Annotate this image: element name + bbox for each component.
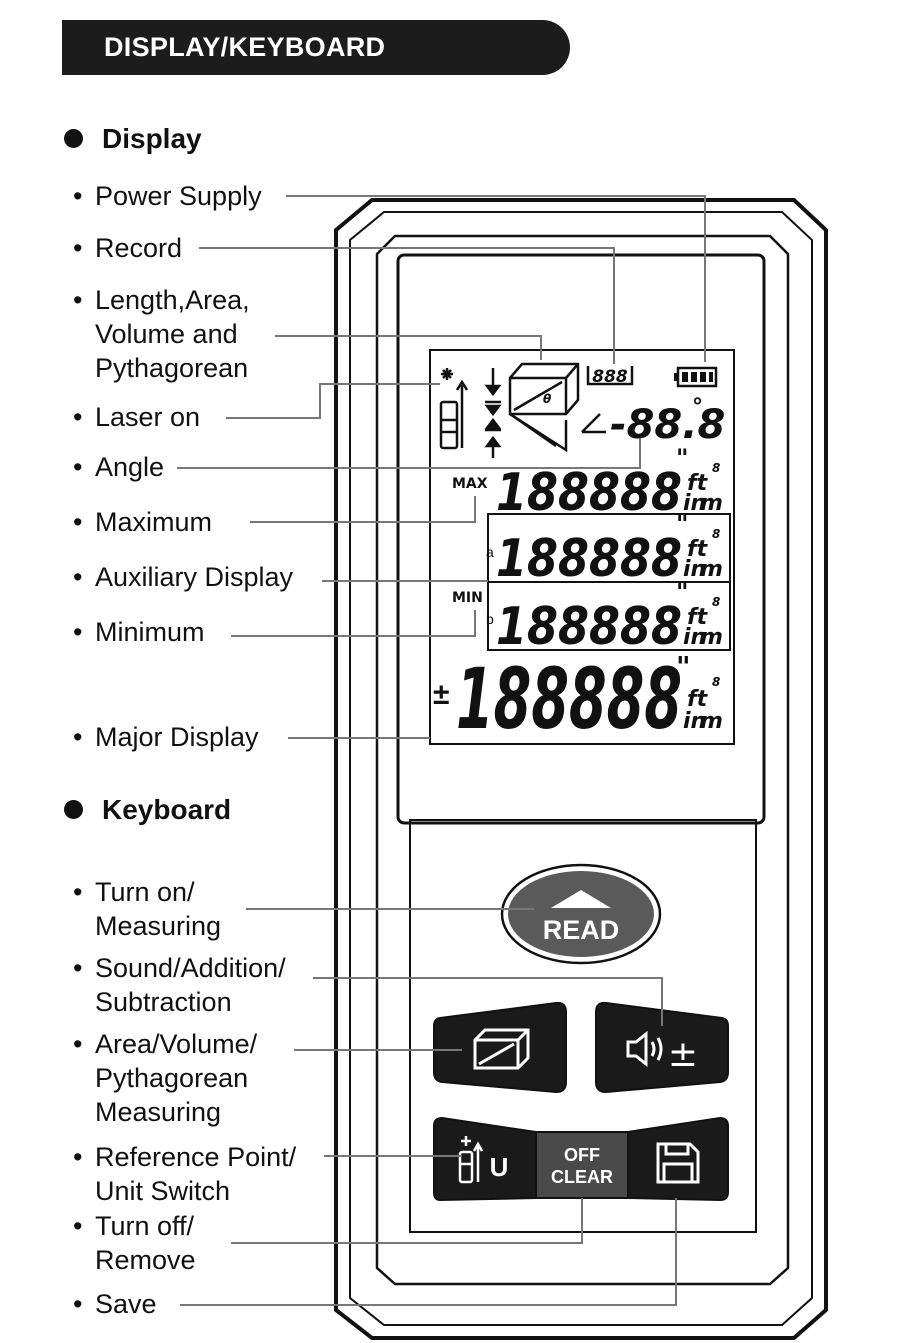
label-auxiliary-display: •Auxiliary Display — [73, 562, 294, 592]
svg-text:in: in — [683, 625, 706, 650]
max-digits: 188888 — [496, 463, 682, 523]
svg-text:ft: ft — [687, 537, 709, 562]
svg-text:8: 8 — [712, 527, 720, 541]
angle-degree: ° — [692, 395, 703, 420]
svg-text:": " — [676, 510, 689, 538]
a-label: a — [486, 544, 494, 560]
reference-unit-button[interactable]: U — [433, 1116, 537, 1202]
label-power-supply: •Power Supply — [73, 181, 262, 211]
svg-text:ft: ft — [687, 687, 709, 712]
reference-arrows-icon — [484, 368, 502, 458]
label-turn-off: •Turn off/Remove — [73, 1211, 196, 1275]
svg-text:": " — [676, 444, 689, 472]
unit-im: in — [683, 491, 706, 516]
svg-text:8: 8 — [712, 595, 720, 609]
laser-icon — [439, 368, 469, 450]
label-record: •Record — [73, 233, 183, 263]
svg-text:in: in — [683, 557, 706, 582]
read-button[interactable]: READ — [500, 863, 662, 965]
read-label: READ — [543, 915, 620, 945]
off-label: OFF — [564, 1145, 600, 1165]
label-major-display: •Major Display — [73, 722, 259, 752]
label-maximum: •Maximum — [73, 507, 213, 537]
keyboard-section-title: Keyboard — [64, 794, 231, 826]
angle-value: -88.8 — [610, 402, 725, 448]
record-digits: 888 — [592, 367, 628, 387]
min-digits: 188888 — [496, 597, 682, 657]
leader-lines — [177, 195, 706, 1306]
label-laser-on: •Laser on — [73, 402, 201, 432]
header-title: DISPLAY/KEYBOARD — [104, 32, 386, 62]
speaker-icon — [626, 1030, 663, 1068]
label-minimum: •Minimum — [73, 617, 205, 647]
label-angle: •Angle — [73, 452, 165, 482]
area-volume-button[interactable] — [433, 1001, 567, 1094]
section-header: DISPLAY/KEYBOARD — [62, 20, 570, 75]
svg-text:": " — [676, 650, 691, 683]
label-reference-point: •Reference Point/Unit Switch — [73, 1142, 297, 1206]
volume-area-icon — [508, 362, 580, 453]
auxiliary-a-digits: 188888 — [496, 529, 682, 589]
svg-text:ft: ft — [687, 605, 709, 630]
max-label: MAX — [452, 476, 488, 492]
save-button[interactable] — [627, 1116, 729, 1202]
lcd-panel — [429, 349, 735, 745]
bullet-dot — [64, 129, 83, 148]
svg-text:in: in — [683, 709, 706, 734]
svg-text:m: m — [700, 709, 723, 734]
svg-text:m: m — [700, 491, 723, 516]
svg-text:": " — [676, 578, 689, 606]
label-sound: •Sound/Addition/Subtraction — [73, 953, 286, 1017]
plus-minus-sign: ± — [433, 678, 449, 711]
svg-text:8: 8 — [712, 675, 720, 689]
display-section-title: Display — [64, 123, 202, 155]
label-save: •Save — [73, 1289, 157, 1319]
min-label: MIN — [452, 590, 483, 606]
floppy-disk-icon — [656, 1142, 700, 1184]
cube-icon — [473, 1028, 530, 1070]
record-icon: 888 — [586, 366, 634, 387]
lcd-theta: θ — [543, 392, 551, 406]
label-turn-on: •Turn on/Measuring — [73, 877, 222, 941]
unit-label: U — [490, 1152, 509, 1182]
laser-reference-icon — [458, 1136, 484, 1184]
unit-ft: ft — [687, 471, 709, 496]
b-label: b — [486, 611, 494, 627]
angle-readout: -88.8 ° — [581, 395, 725, 448]
clear-label: CLEAR — [551, 1167, 613, 1187]
major-digits: 188888 — [456, 650, 682, 748]
angle-icon — [581, 413, 606, 434]
svg-text:8: 8 — [712, 461, 720, 475]
triangle-up-icon — [551, 890, 611, 908]
off-clear-button[interactable]: OFF CLEAR — [535, 1131, 629, 1199]
plus-minus-icon: ± — [668, 1034, 698, 1075]
battery-icon — [674, 366, 718, 388]
svg-text:m: m — [700, 557, 723, 582]
svg-text:m: m — [700, 625, 723, 650]
device-body — [334, 198, 828, 1340]
bullet-dot — [64, 800, 83, 819]
sound-plus-minus-button[interactable]: ± — [595, 1001, 729, 1094]
